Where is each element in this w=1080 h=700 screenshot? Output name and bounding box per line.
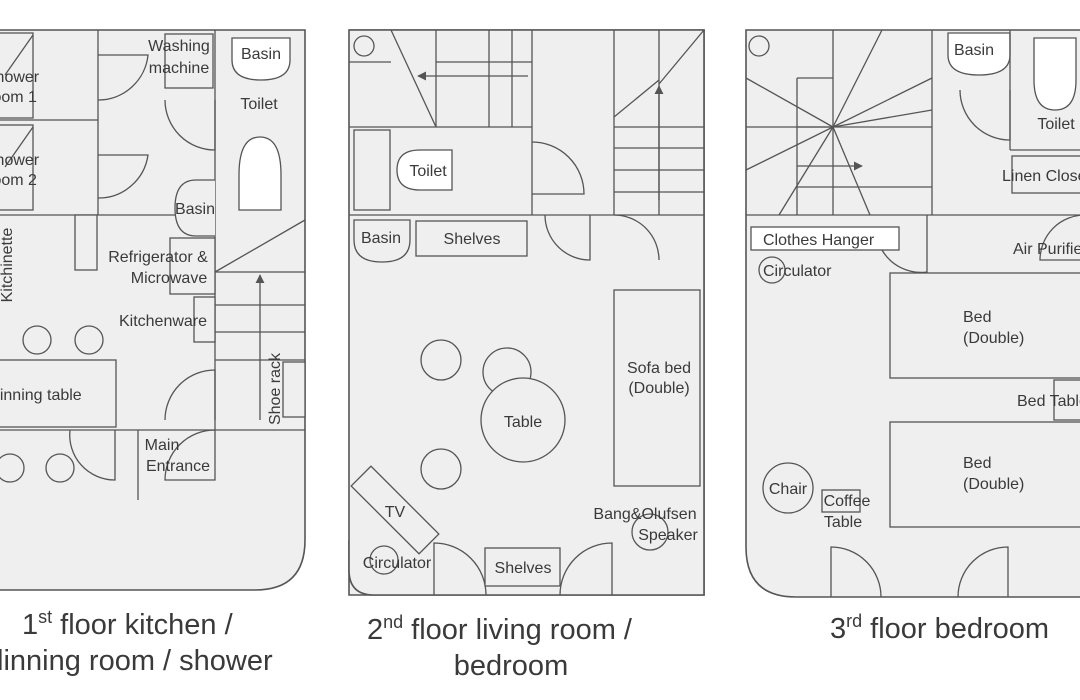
circulator-2-label: Circulator [363,555,432,572]
chair-label: Chair [769,481,808,498]
dining-table-label: Dinning table [0,387,82,404]
toilet-3-label: Toilet [1037,116,1075,133]
fridge-label-b: Microwave [131,270,208,287]
toilet-label: Toilet [240,96,278,113]
kitchenware-label: Kitchenware [119,313,207,330]
table-label: Table [504,414,542,431]
basin-top-label: Basin [241,46,281,63]
shelves-bottom-label: Shelves [495,560,552,577]
main-entrance-label-b: Entrance [146,458,210,475]
speaker-label-a: Bang&Olufsen [593,506,696,523]
speaker-label-b: Speaker [638,527,698,544]
shoe-rack-label: Shoe rack [267,352,284,425]
basin-2-label: Basin [361,230,401,247]
floor-2-plan: Toilet Basin Shelves Sofa bed (Double) T… [348,29,705,682]
basin-mid-label: Basin [175,201,215,218]
shower-room-2-label-a: Shower [0,152,40,169]
bed-table-label: Bed Table [1017,393,1080,410]
toilet-2-label: Toilet [409,163,447,180]
floor-3-plan: Basin Toilet Linen Closet Clothes Hanger… [745,29,1080,645]
floor-1-outline [0,29,306,591]
kitchenette-label: Kitchinette [0,228,16,303]
sofa-bed-label-a: Sofa bed [627,360,691,377]
basin-3-label: Basin [954,42,994,59]
shower-room-1-label-a: Shower [0,69,40,86]
shelves-top-label: Shelves [444,231,501,248]
main-entrance-label-a: Main [145,437,180,454]
circulator-3-label: Circulator [763,263,832,280]
linen-closet-label: Linen Closet [1002,168,1080,185]
fridge-label-a: Refrigerator & [108,249,208,266]
floor-1-caption-line2: dinning room / shower [0,645,273,677]
coffee-table-label-b: Table [824,514,862,531]
floor-1-plan: Shower room 1 Shower room 2 Washing mach… [0,29,306,677]
floor-2-caption-line2: bedroom [454,650,568,682]
washing-machine-label-a: Washing [148,38,210,55]
sofa-bed-label-b: (Double) [628,380,689,397]
shower-room-2-label-b: room 2 [0,172,37,189]
bed-2-label-a: Bed [963,455,991,472]
coffee-table-label-a: Coffee [824,493,871,510]
bed-1-label-b: (Double) [963,330,1024,347]
bed-2-label-b: (Double) [963,476,1024,493]
washing-machine-label-b: machine [149,60,210,77]
clothes-hanger-label: Clothes Hanger [763,232,875,249]
bed-1-label-a: Bed [963,309,991,326]
shower-room-1-label-b: room 1 [0,89,37,106]
air-purifier-label: Air Purifier [1013,241,1080,258]
tv-label: TV [385,504,406,521]
